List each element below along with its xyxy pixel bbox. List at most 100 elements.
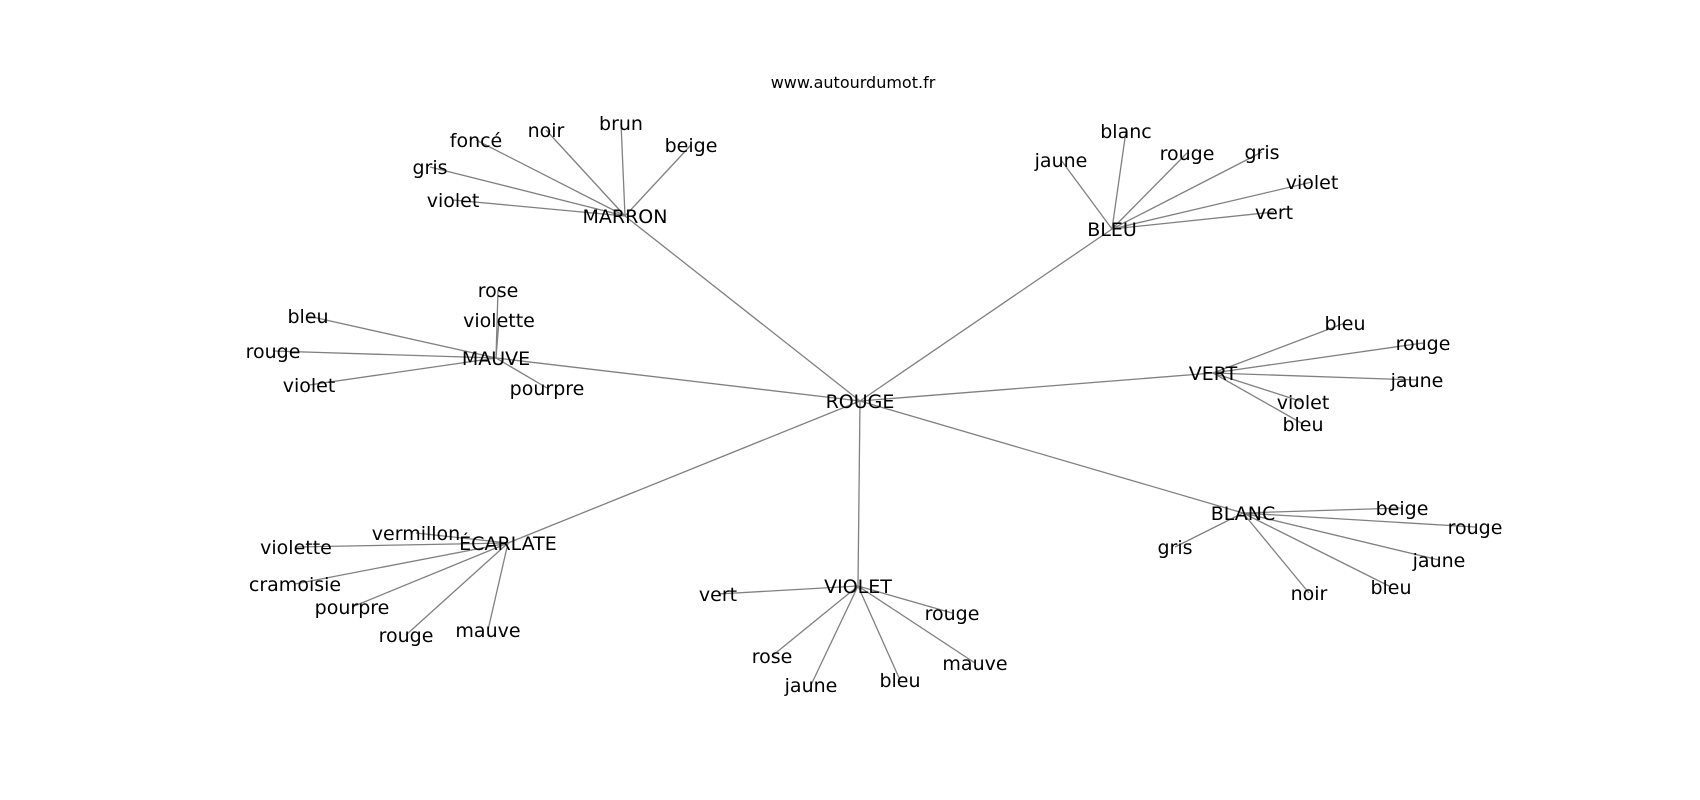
word-node[interactable]: mauve bbox=[942, 653, 1007, 675]
word-node[interactable]: mauve bbox=[455, 620, 520, 642]
hub-node[interactable]: BLANC bbox=[1211, 503, 1276, 525]
word-node[interactable]: bleu bbox=[1282, 414, 1323, 436]
edge-hub-to-word bbox=[717, 585, 859, 595]
edge-hub-to-word bbox=[1111, 211, 1275, 230]
word-node[interactable]: rose bbox=[478, 280, 519, 302]
hub-node[interactable]: VIOLET bbox=[824, 576, 892, 598]
word-node[interactable]: gris bbox=[1157, 537, 1192, 559]
edge-hub-to-word bbox=[771, 585, 859, 657]
word-node[interactable]: gris bbox=[412, 157, 447, 179]
hub-node[interactable]: VERT bbox=[1189, 363, 1238, 385]
edge-hub-to-word bbox=[857, 585, 976, 664]
edge-hub-to-word bbox=[295, 542, 509, 548]
word-node[interactable]: vert bbox=[1255, 202, 1293, 224]
word-node[interactable]: noir bbox=[528, 120, 565, 142]
word-node[interactable]: jaune bbox=[1034, 150, 1088, 172]
edge-hub-to-word bbox=[495, 319, 500, 359]
word-node[interactable]: foncé bbox=[450, 130, 503, 152]
edge-hub-to-word bbox=[1212, 322, 1346, 374]
edge-hub-to-word bbox=[429, 166, 626, 217]
site-url-label[interactable]: www.autourdumot.fr bbox=[771, 73, 936, 92]
edge-hub-to-word bbox=[308, 357, 497, 386]
word-node[interactable]: bleu bbox=[1324, 313, 1365, 335]
word-node[interactable]: pourpre bbox=[315, 597, 390, 619]
edge-center-to-hub bbox=[859, 228, 1113, 402]
edge-hub-to-word bbox=[294, 542, 509, 585]
word-node[interactable]: beige bbox=[1376, 498, 1429, 520]
word-node[interactable]: violet bbox=[1277, 392, 1330, 414]
label-layer: www.autourdumot.fr noir brun foncé beige gri… bbox=[246, 73, 1503, 697]
word-node[interactable]: bleu bbox=[879, 670, 920, 692]
word-node[interactable]: cramoisie bbox=[249, 574, 341, 596]
hub-node[interactable]: MAUVE bbox=[462, 348, 530, 370]
edge-hub-to-word bbox=[1242, 512, 1392, 588]
edge-hub-to-word bbox=[857, 585, 901, 681]
center-node[interactable]: ROUGE bbox=[826, 391, 895, 413]
hub-node[interactable]: ÉCARLATE bbox=[459, 532, 557, 555]
edge-hub-to-word bbox=[620, 122, 626, 217]
edge-hub-to-word bbox=[475, 139, 626, 217]
word-node[interactable]: noir bbox=[1291, 583, 1328, 605]
edge-hub-to-word bbox=[1111, 151, 1263, 230]
edge-hub-to-word bbox=[487, 542, 509, 631]
word-node[interactable]: brun bbox=[599, 113, 643, 135]
word-node[interactable]: blanc bbox=[1100, 121, 1151, 143]
edge-center-to-hub bbox=[495, 357, 861, 402]
edge-hub-to-word bbox=[1242, 507, 1403, 514]
edge-hub-to-word bbox=[1111, 152, 1188, 230]
hub-node[interactable]: BLEU bbox=[1087, 219, 1137, 241]
edge-hub-to-word bbox=[857, 585, 953, 614]
edge-hub-to-word bbox=[452, 199, 626, 217]
edge-hub-to-word bbox=[1242, 512, 1440, 561]
edge-hub-to-word bbox=[1212, 372, 1304, 425]
edge-hub-to-word bbox=[1212, 372, 1418, 381]
edge-center-to-hub bbox=[857, 400, 861, 587]
word-node[interactable]: violet bbox=[283, 375, 336, 397]
edge-hub-to-word bbox=[351, 542, 509, 608]
edge-center-to-hub bbox=[859, 400, 1244, 514]
edge-hub-to-word bbox=[1212, 372, 1304, 403]
word-node[interactable]: rouge bbox=[1448, 517, 1503, 539]
edge-hub-to-word bbox=[1212, 342, 1424, 374]
edge-hub-to-word bbox=[405, 542, 509, 636]
edge-hub-to-word bbox=[415, 532, 509, 544]
edge-hub-to-word bbox=[1111, 181, 1313, 230]
word-node[interactable]: jaune bbox=[784, 675, 838, 697]
word-node[interactable]: bleu bbox=[1370, 577, 1411, 599]
word-node[interactable]: vert bbox=[699, 584, 737, 606]
edge-hub-to-word bbox=[810, 585, 859, 686]
edge-hub-to-word bbox=[545, 129, 626, 217]
edge-hub-to-word bbox=[1242, 512, 1310, 594]
word-node[interactable]: jaune bbox=[1390, 370, 1444, 392]
word-node[interactable]: rose bbox=[752, 646, 793, 668]
edge-layer bbox=[272, 122, 1476, 686]
word-node[interactable]: rouge bbox=[925, 603, 980, 625]
word-node[interactable]: violette bbox=[260, 537, 332, 559]
edge-hub-to-word bbox=[495, 357, 548, 389]
word-node[interactable]: bleu bbox=[287, 306, 328, 328]
edge-hub-to-word bbox=[1242, 512, 1476, 528]
word-node[interactable]: beige bbox=[665, 135, 718, 157]
word-node[interactable]: rouge bbox=[1396, 333, 1451, 355]
word-node[interactable]: violette bbox=[463, 310, 535, 332]
edge-hub-to-word bbox=[1060, 159, 1113, 230]
word-node[interactable]: violet bbox=[1286, 172, 1339, 194]
word-node[interactable]: violet bbox=[427, 190, 480, 212]
edge-hub-to-word bbox=[272, 350, 497, 359]
edge-center-to-hub bbox=[507, 400, 861, 544]
edge-center-to-hub bbox=[859, 372, 1214, 402]
edge-center-to-hub bbox=[624, 215, 861, 402]
edge-hub-to-word bbox=[1174, 512, 1244, 548]
word-node[interactable]: rouge bbox=[1160, 143, 1215, 165]
word-node[interactable]: pourpre bbox=[510, 378, 585, 400]
hub-node[interactable]: MARRON bbox=[583, 206, 668, 228]
word-node[interactable]: vermillon bbox=[372, 523, 460, 545]
word-node[interactable]: rouge bbox=[379, 625, 434, 647]
word-node[interactable]: rouge bbox=[246, 341, 301, 363]
word-node[interactable]: jaune bbox=[1412, 550, 1466, 572]
edge-hub-to-word bbox=[624, 144, 692, 217]
word-node[interactable]: gris bbox=[1244, 142, 1279, 164]
edge-hub-to-word bbox=[307, 315, 497, 359]
